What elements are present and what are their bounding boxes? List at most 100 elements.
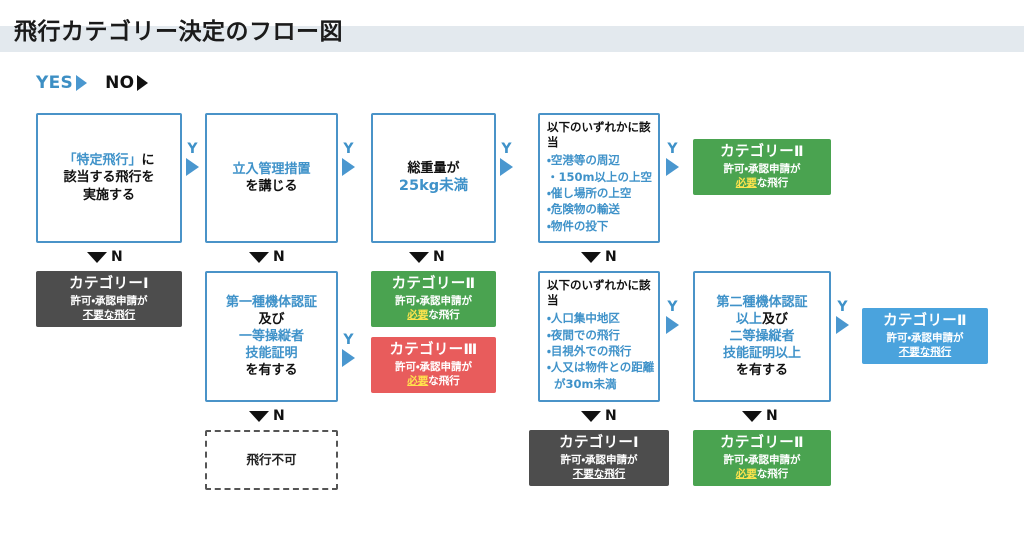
node-category-2-green-col3[interactable]: カテゴリーⅡ 許可・承認申請が 必要な飛行 [371, 271, 496, 327]
node-line-tail: 及び [762, 311, 789, 327]
connector-no: N [581, 250, 617, 264]
connector-no-label: N [111, 249, 123, 265]
header-band [0, 26, 1024, 52]
connector-no-label: N [766, 408, 778, 424]
node-line: 一等操縦者 [238, 328, 304, 344]
connector-no-label: N [433, 249, 445, 265]
list-heading: 以下のいずれかに該当 [547, 278, 651, 308]
category-sub-tail: な飛行 [756, 468, 789, 481]
legend-item-no: NO [105, 73, 149, 93]
connector-yes-label: Y [667, 141, 678, 157]
node-line: 該当する飛行を [63, 170, 155, 186]
legend: YES NO [36, 73, 149, 93]
category-title: カテゴリーⅡ [720, 144, 804, 161]
category-sub: 必要な飛行 [736, 177, 789, 191]
node-question-entry-control[interactable]: 立入管理措置 を講じる [205, 113, 338, 243]
triangle-down-icon [581, 251, 601, 263]
node-line: 技能証明以上 [722, 346, 801, 362]
node-line-highlight: 以上 [735, 311, 762, 327]
connector-no-label: N [273, 249, 285, 265]
list-item: ・催し場所の上空 [547, 186, 632, 200]
node-category-1-left[interactable]: カテゴリーⅠ 許可・承認申請が 不要な飛行 [36, 271, 182, 327]
connector-no: N [742, 409, 778, 423]
node-list-top[interactable]: 以下のいずれかに該当 ・空港等の周辺 ・150m以上の上空 ・催し場所の上空 ・… [538, 113, 660, 243]
legend-no-label: NO [105, 73, 135, 93]
connector-yes: Y [500, 142, 513, 176]
node-line: を有する [245, 363, 298, 379]
category-sub: 必要な飛行 [407, 309, 460, 323]
connector-no: N [409, 250, 445, 264]
node-line: 第一種機体認証 [225, 294, 317, 310]
page-title: 飛行カテゴリー決定のフロー図 [14, 19, 343, 45]
triangle-down-icon [249, 251, 269, 263]
connector-no: N [87, 250, 123, 264]
category-need-highlight: 必要 [735, 177, 757, 190]
connector-yes-label: Y [187, 141, 198, 157]
triangle-down-icon [249, 410, 269, 422]
legend-yes-label: YES [36, 73, 74, 93]
list-item: ・人又は物件との距離 [547, 360, 655, 375]
triangle-right-icon [342, 349, 355, 367]
node-line: を講じる [245, 179, 298, 194]
triangle-right-icon [666, 158, 679, 176]
category-title: カテゴリーⅠ [69, 276, 149, 293]
list-item: ・危険物の輸送 [547, 202, 620, 217]
category-title: カテゴリーⅠ [559, 435, 639, 452]
connector-yes-label: Y [837, 299, 848, 315]
node-question-type1-certification[interactable]: 第一種機体認証 及び 一等操縦者 技能証明 を有する [205, 271, 338, 402]
category-sub: 不要な飛行 [82, 309, 136, 322]
category-title: カテゴリーⅡ [391, 276, 476, 293]
triangle-right-icon [666, 316, 679, 334]
node-line: 技能証明 [245, 346, 298, 362]
category-sub-tail: な飛行 [756, 177, 789, 190]
connector-no-label: N [605, 249, 617, 265]
category-sub: 許可・承認申請が [886, 332, 964, 345]
category-need-highlight: 必要 [735, 468, 757, 481]
node-category-2-green-bottom[interactable]: カテゴリーⅡ 許可・承認申請が 必要な飛行 [693, 430, 831, 486]
list-item: ・人口集中地区 [547, 311, 620, 326]
connector-yes: Y [342, 333, 355, 367]
node-question-type2-certification[interactable]: 第二種機体認証 以上及び 二等操縦者 技能証明以上 を有する [693, 271, 831, 402]
node-line: 第二種機体認証 [716, 294, 808, 310]
triangle-right-icon [342, 158, 355, 176]
category-sub: 必要な飛行 [736, 468, 789, 482]
category-need-highlight: 必要 [407, 375, 429, 388]
triangle-down-icon [409, 251, 429, 263]
list-heading: 以下のいずれかに該当 [547, 120, 651, 150]
node-line: 飛行不可 [246, 451, 297, 467]
node-line: 25kg未満 [398, 178, 469, 195]
node-line: 実施する [82, 187, 135, 203]
node-line: 二等操縦者 [729, 328, 795, 344]
connector-yes-label: Y [343, 332, 354, 348]
legend-item-yes: YES [36, 73, 88, 93]
category-sub: 不要な飛行 [572, 468, 626, 481]
node-question-total-weight[interactable]: 総重量が 25kg未満 [371, 113, 496, 243]
node-category-1-bottom[interactable]: カテゴリーⅠ 許可・承認申請が 不要な飛行 [529, 430, 669, 486]
node-question-specific-flight[interactable]: 「特定飛行」に 該当する飛行を 実施する [36, 113, 182, 243]
node-category-3-red[interactable]: カテゴリーⅢ 許可・承認申請が 必要な飛行 [371, 337, 496, 393]
connector-no: N [581, 409, 617, 423]
node-category-2-green-top[interactable]: カテゴリーⅡ 許可・承認申請が 必要な飛行 [693, 139, 831, 195]
triangle-right-icon [186, 158, 199, 176]
category-sub-tail: な飛行 [428, 375, 460, 388]
node-line: 「特定飛行」に [63, 152, 154, 169]
triangle-right-icon [836, 316, 849, 334]
triangle-down-icon [742, 410, 762, 422]
category-sub: 許可・承認申請が [560, 454, 638, 467]
connector-yes-label: Y [343, 141, 354, 157]
category-sub: 許可・承認申請が [394, 295, 473, 308]
node-no-flight-allowed[interactable]: 飛行不可 [205, 430, 338, 490]
connector-yes: Y [666, 300, 679, 334]
connector-yes-label: Y [501, 141, 512, 157]
triangle-right-icon [137, 75, 149, 91]
node-line: 立入管理措置 [232, 161, 311, 177]
category-title: カテゴリーⅡ [720, 435, 804, 452]
list-item: ・空港等の周辺 [547, 153, 620, 168]
triangle-down-icon [87, 251, 107, 263]
node-category-2-blue[interactable]: カテゴリーⅡ 許可・承認申請が 不要な飛行 [862, 308, 988, 364]
node-line: 総重量が [407, 160, 460, 176]
node-line-highlight: 「特定飛行」 [63, 153, 142, 169]
node-list-bottom[interactable]: 以下のいずれかに該当 ・人口集中地区 ・夜間での飛行 ・目視外での飛行 ・人又は… [538, 271, 660, 402]
connector-yes: Y [836, 300, 849, 334]
